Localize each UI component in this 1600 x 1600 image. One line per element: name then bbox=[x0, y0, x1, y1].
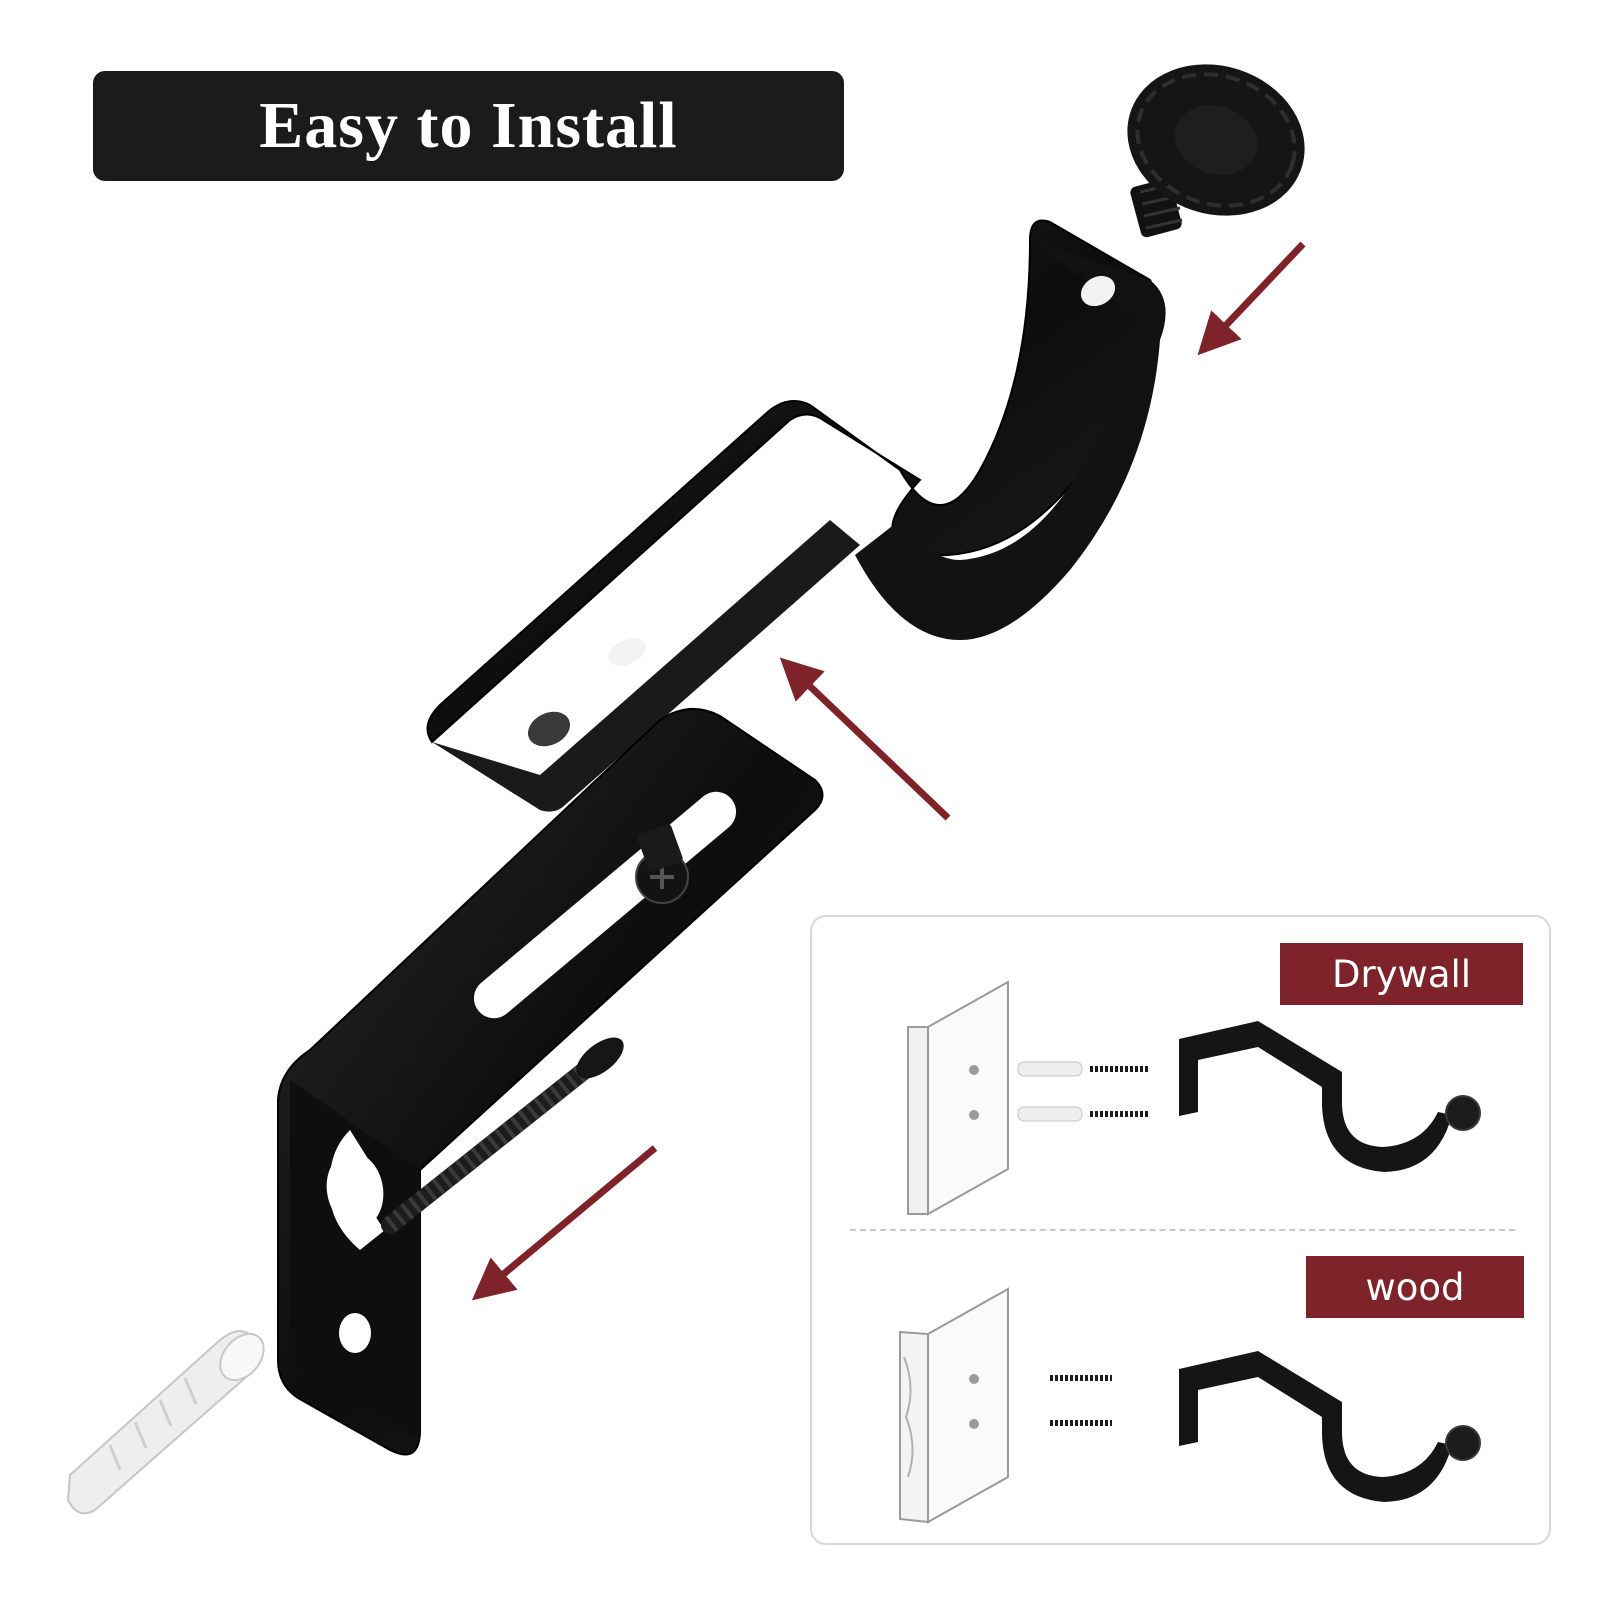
page-title: Easy to Install bbox=[259, 89, 678, 162]
bracket-wall-plate bbox=[277, 707, 824, 1456]
direction-arrow-icon bbox=[1197, 241, 1306, 356]
drywall-panel-icon bbox=[907, 980, 1009, 1216]
wall-screw-icon bbox=[1050, 1375, 1112, 1426]
wall-screw-icon bbox=[1090, 1066, 1150, 1117]
curtain-rod-bracket-icon bbox=[1179, 1021, 1481, 1172]
section-divider bbox=[850, 1229, 1515, 1231]
drywall-label: Drywall bbox=[1280, 943, 1523, 1005]
title-banner: Easy to Install bbox=[93, 71, 844, 181]
direction-arrow-icon bbox=[471, 1145, 658, 1301]
bracket-arm bbox=[426, 219, 1166, 812]
wood-label: wood bbox=[1306, 1256, 1524, 1318]
mount-options-illustration bbox=[899, 980, 1481, 1524]
adjustment-knob-icon bbox=[1127, 64, 1305, 238]
direction-arrow-icon bbox=[779, 657, 951, 821]
curtain-rod-bracket-icon bbox=[1179, 1351, 1481, 1502]
wall-screw-icon bbox=[381, 1037, 624, 1234]
mount-options-panel: Drywall wood bbox=[810, 915, 1551, 1545]
wall-anchor-icon bbox=[1017, 1061, 1083, 1122]
wood-panel-icon bbox=[899, 1287, 1009, 1524]
wall-anchor-icon bbox=[66, 1330, 265, 1515]
